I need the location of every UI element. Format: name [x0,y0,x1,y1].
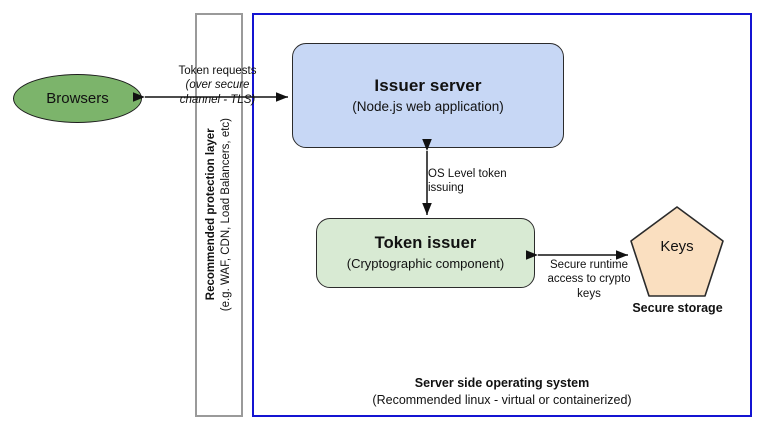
issuer-server-title: Issuer server [374,76,482,96]
secure-runtime-line2: access to crypto [547,273,631,286]
keys-pentagon-icon [630,206,724,297]
protection-layer-subtitle: (e.g. WAF, CDN, Load Balancers, etc) [220,118,232,312]
secure-runtime-line1: Secure runtime [550,259,628,271]
issuer-server-subtitle: (Node.js web application) [352,99,504,115]
token-issuer-title: Token issuer [374,234,477,253]
secure-storage-caption: Secure storage [632,301,723,315]
server-side-container [252,13,752,417]
arrow-label-token-requests: Token requests (over secure channel - TL… [160,64,275,107]
server-side-caption: Server side operating system (Recommende… [262,375,742,409]
os-level-line1: OS Level token [428,168,507,180]
os-level-line2: issuing [428,182,464,195]
token-issuer-subtitle: (Cryptographic component) [346,255,505,271]
token-issuer-node: Token issuer (Cryptographic component) [316,218,535,288]
server-side-subtitle: (Recommended linux - virtual or containe… [372,392,632,407]
token-requests-line1: Token requests [178,65,257,77]
protection-layer-container: Recommended protection layer (e.g. WAF, … [195,13,243,417]
token-requests-line2: (over secure [185,79,250,92]
token-requests-line3: channel - TLS) [179,93,256,106]
arrow-label-os-level-token-issuing: OS Level token issuing [428,167,538,196]
browsers-node: Browsers [13,74,142,123]
issuer-server-node: Issuer server (Node.js web application) [292,43,564,148]
keys-label: Keys [660,238,694,255]
browsers-label: Browsers [46,90,109,107]
server-side-title: Server side operating system [414,376,590,390]
protection-layer-title: Recommended protection layer [204,129,217,301]
secure-runtime-line3: keys [577,287,601,300]
arrow-label-secure-runtime-access: Secure runtime access to crypto keys [543,258,635,301]
